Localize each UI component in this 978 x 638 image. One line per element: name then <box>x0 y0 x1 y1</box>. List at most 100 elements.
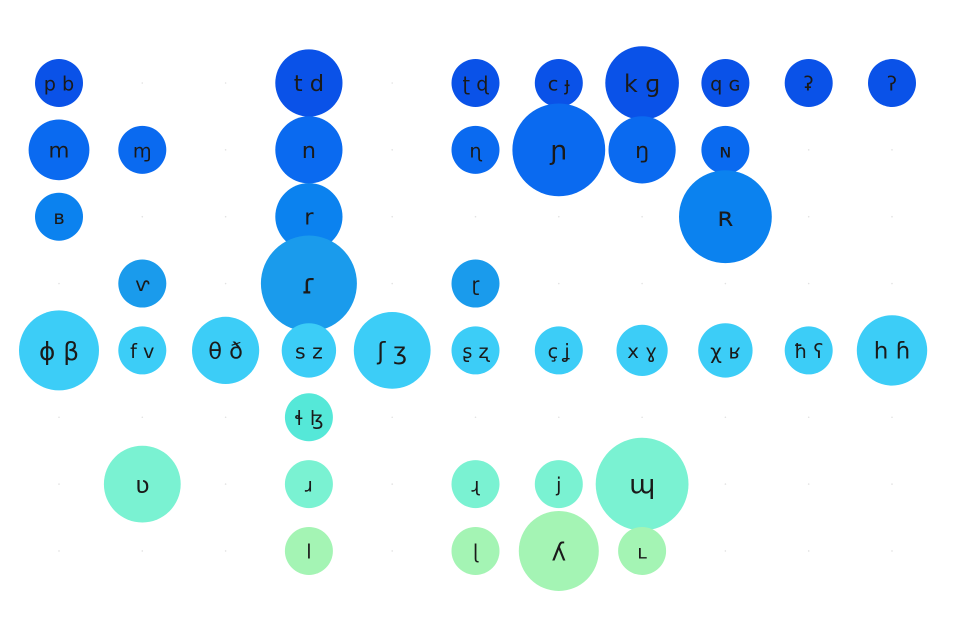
bubble-mark <box>118 326 167 375</box>
bubble-label: ɻ <box>472 474 481 497</box>
grid-dot <box>641 416 643 419</box>
bubble-label: ʎ <box>551 537 566 566</box>
bubble-mark <box>518 510 599 591</box>
bubble-mark <box>118 259 167 308</box>
bubble-point: ʎ <box>518 510 599 591</box>
bubble-label: ɸ β <box>39 337 79 366</box>
grid-dot <box>891 149 893 151</box>
bubble-mark <box>451 526 500 575</box>
grid-dot <box>391 282 394 285</box>
grid-dot <box>891 416 893 419</box>
bubble-point: x ɣ <box>616 324 668 376</box>
bubble-mark <box>35 59 83 107</box>
bubble-mark <box>698 323 753 378</box>
bubble-label: ħ ʕ <box>794 340 823 363</box>
grid-dot <box>141 215 144 218</box>
bubble-label: j <box>555 474 561 497</box>
grid-dot <box>391 483 394 485</box>
bubble-mark <box>451 125 500 174</box>
bubble-label: ɳ <box>469 139 482 162</box>
bubble-mark <box>856 315 928 386</box>
bubble-mark <box>451 460 500 509</box>
grid-dot <box>891 215 893 218</box>
grid-dot <box>58 416 60 419</box>
bubble-point: j <box>534 460 583 509</box>
bubble-label: ʂ ʐ <box>462 340 490 363</box>
bubble-label: χ ʁ <box>710 339 741 363</box>
grid-dot <box>891 282 893 285</box>
grid-dot <box>58 550 60 552</box>
bubble-mark <box>512 103 606 197</box>
grid-dot <box>807 416 810 419</box>
bubble-mark <box>868 59 916 107</box>
bubble-point: ʟ <box>618 526 667 575</box>
grid-dot <box>641 215 643 218</box>
bubble-label: s z <box>295 339 323 363</box>
bubble-point: ɬ ɮ <box>284 393 333 442</box>
bubble-label: ʀ <box>717 202 733 233</box>
bubble-label: ɽ <box>472 273 480 296</box>
bubble-label: p b <box>44 73 75 96</box>
bubble-label: t d <box>294 71 324 97</box>
bubble-point: ʃ ʒ <box>353 312 431 389</box>
bubble-point: ɭ <box>451 526 500 575</box>
grid-dot <box>224 82 227 84</box>
bubble-point: k ɡ <box>605 46 679 120</box>
grid-dot <box>391 149 394 151</box>
grid-dot <box>141 550 144 552</box>
grid-dot <box>391 416 394 419</box>
bubble-point: ʀ <box>679 170 772 264</box>
grid-dot <box>807 215 810 218</box>
grid-dot <box>558 416 560 419</box>
bubble-point: ħ ʕ <box>784 326 833 375</box>
grid-dot <box>891 483 893 485</box>
bubble-point: ŋ <box>608 116 676 184</box>
bubble-label: n <box>302 138 316 164</box>
bubble-label: ɬ ɮ <box>294 407 323 430</box>
grid-dot <box>391 215 394 218</box>
bubble-mark <box>28 119 90 181</box>
bubble-label: ç ʝ <box>548 340 571 363</box>
bubble-mark <box>451 326 500 375</box>
bubble-label: ɰ <box>629 470 655 501</box>
bubble-label: ⱱ <box>135 273 150 296</box>
bubble-point: ɲ <box>512 103 606 197</box>
bubble-mark <box>608 116 676 184</box>
bubble-point: ɹ <box>284 460 333 509</box>
bubble-point: t d <box>275 49 343 117</box>
bubble-mark <box>534 326 583 375</box>
bubble-label: ʈ ɖ <box>463 73 490 96</box>
bubble-mark <box>353 312 431 389</box>
bubble-mark <box>451 259 500 308</box>
grid-dot <box>724 550 727 552</box>
bubble-point: ʡ <box>784 59 833 107</box>
bubble-point: m <box>28 119 90 181</box>
bubble-label: ɱ <box>133 139 152 162</box>
bubble-mark <box>534 59 583 107</box>
bubble-mark <box>260 235 357 332</box>
bubble-label: ŋ <box>635 138 649 164</box>
bubble-point: ɱ <box>118 125 167 174</box>
bubble-mark <box>618 526 667 575</box>
bubble-point: l <box>284 526 333 575</box>
bubble-label: r <box>304 205 314 231</box>
bubble-label: ʋ <box>135 471 149 499</box>
grid-dot <box>558 282 560 285</box>
bubble-mark <box>784 326 833 375</box>
bubble-point: ç ʝ <box>534 326 583 375</box>
bubble-point: ʙ <box>35 192 83 241</box>
grid-dot <box>58 282 60 285</box>
grid-dot <box>807 149 810 151</box>
bubble-point: f v <box>118 326 167 375</box>
bubble-label: f v <box>130 340 154 363</box>
grid-dot <box>391 550 394 552</box>
bubble-point: ʂ ʐ <box>451 326 500 375</box>
bubble-point: θ ð <box>192 316 260 384</box>
bubble-point: ɳ <box>451 125 500 174</box>
bubble-label: c ɟ <box>548 73 571 96</box>
bubble-mark <box>275 183 343 251</box>
bubble-point: r <box>275 183 343 251</box>
bubble-point: ɻ <box>451 460 500 509</box>
bubble-point: p b <box>35 59 83 107</box>
